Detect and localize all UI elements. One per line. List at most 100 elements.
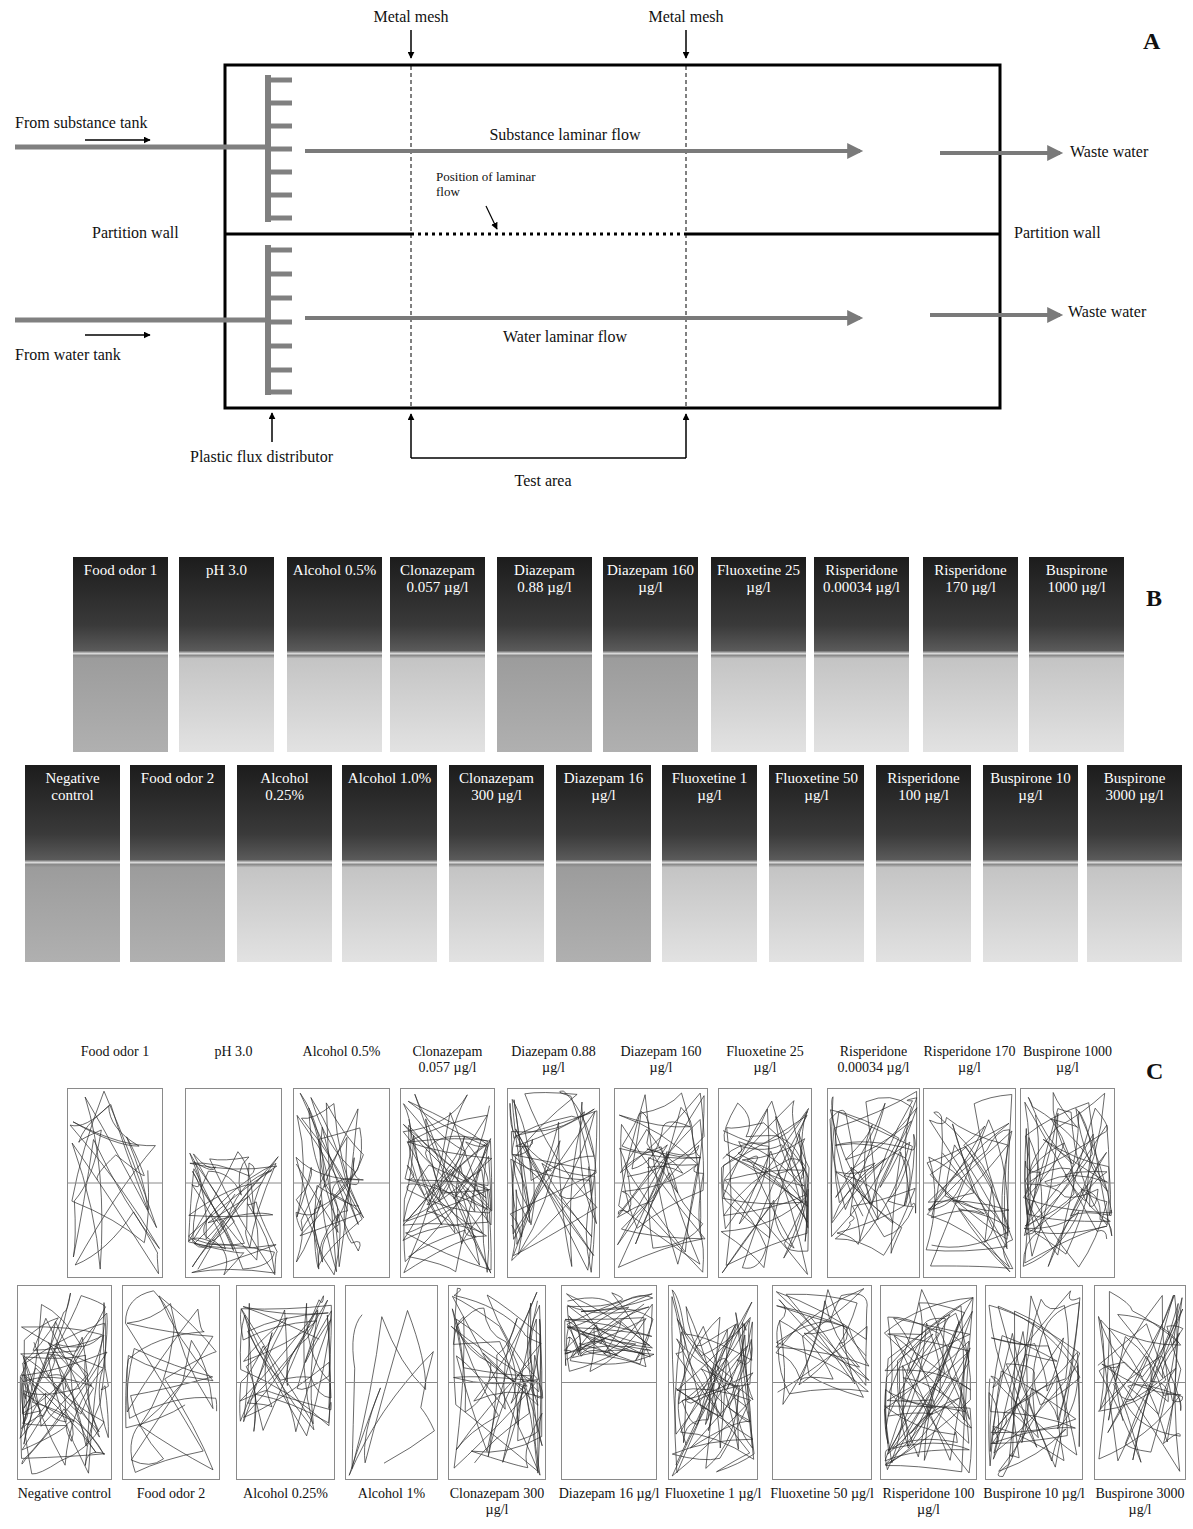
flow-tank-schematic: [0, 0, 1193, 500]
test-area-photo: Risperidone 0.00034 µg/l: [814, 557, 909, 752]
midline: [237, 1382, 334, 1383]
test-area-photo: Fluoxetine 25 µg/l: [711, 557, 806, 752]
substance-label: Food odor 2: [130, 765, 225, 787]
midline: [186, 1183, 281, 1184]
test-area-photo: Diazepam 0.88 µg/l: [497, 557, 592, 752]
trajectory-panel: Buspirone 1000 µg/l: [1016, 1044, 1119, 1278]
test-area-photo: Alcohol 0.5%: [287, 557, 382, 752]
substance-label: Alcohol 0.25%: [237, 765, 332, 805]
trajectory-box: [345, 1285, 438, 1480]
midline: [669, 1382, 757, 1383]
trajectory-panel: Diazepam 0.88 µg/l: [503, 1044, 604, 1278]
trajectory-box: [17, 1285, 112, 1480]
midline: [986, 1382, 1082, 1383]
test-area-photo: Diazepam 160 µg/l: [603, 557, 698, 752]
trajectory-panel: Fluoxetine 50 µg/l: [768, 1285, 876, 1527]
trajectory-path: [510, 1091, 597, 1272]
trajectory-path: [721, 1101, 809, 1275]
test-area-photo: Buspirone 1000 µg/l: [1029, 557, 1124, 752]
trajectory-path: [125, 1291, 216, 1473]
test-area-photo: Alcohol 1.0%: [342, 765, 437, 962]
test-area-photo: pH 3.0: [179, 557, 274, 752]
partition-wall: [686, 233, 1000, 236]
substance-label: Risperidone 0.00034 µg/l: [814, 557, 909, 597]
annotation-label: From water tank: [15, 346, 215, 364]
midline: [401, 1183, 494, 1184]
annotation-label: Test area: [468, 472, 618, 490]
substance-label: Buspirone 1000 µg/l: [1016, 1044, 1119, 1075]
midline: [615, 1183, 707, 1184]
midline: [562, 1382, 656, 1383]
trajectory-path: [1098, 1292, 1183, 1472]
midline: [924, 1183, 1015, 1184]
trajectory-box: [448, 1285, 546, 1480]
substance-label: Clonazepam 300 µg/l: [449, 765, 544, 805]
annotation-label: Plastic flux distributor: [190, 448, 410, 466]
test-area-photo: Food odor 2: [130, 765, 225, 962]
trajectory-path: [296, 1093, 364, 1275]
substance-label: Food odor 2: [118, 1486, 224, 1502]
trajectory-path: [403, 1094, 492, 1273]
trajectory-panel: Clonazepam 0.057 µg/l: [396, 1044, 499, 1278]
test-area-photo: Alcohol 0.25%: [237, 765, 332, 962]
annotation-label: Partition wall: [1014, 224, 1139, 242]
trajectory-box: [880, 1285, 977, 1480]
trajectory-box: [1094, 1285, 1186, 1480]
trajectory-panel: Clonazepam 300 µg/l: [444, 1285, 550, 1527]
substance-label: Alcohol 0.25%: [232, 1486, 339, 1502]
midline: [123, 1382, 219, 1383]
trajectory-path: [884, 1290, 973, 1474]
trajectory-path: [830, 1091, 917, 1255]
tank-outline: [225, 65, 1000, 408]
trajectory-box: [185, 1088, 282, 1278]
trajectory-path: [989, 1291, 1080, 1477]
trajectory-path: [70, 1091, 159, 1274]
trajectory-panel: Risperidone 100 µg/l: [876, 1285, 981, 1527]
trajectory-panel: Buspirone 10 µg/l: [981, 1285, 1087, 1527]
substance-label: pH 3.0: [179, 557, 274, 579]
substance-label: Clonazepam 0.057 µg/l: [396, 1044, 499, 1075]
test-area-photo: Food odor 1: [73, 557, 168, 752]
midline: [346, 1382, 437, 1383]
trajectory-path: [564, 1293, 654, 1372]
panel-letter: B: [1146, 585, 1176, 613]
substance-label: Fluoxetine 25 µg/l: [711, 557, 806, 597]
leader-arrow: [486, 206, 497, 229]
trajectory-panel: Alcohol 0.25%: [232, 1285, 339, 1527]
test-area-photo: Negative control: [25, 765, 120, 962]
trajectory-box: [1020, 1088, 1115, 1278]
substance-label: Fluoxetine 50 µg/l: [768, 1486, 876, 1502]
substance-label: Clonazepam 0.057 µg/l: [390, 557, 485, 597]
trajectory-panel: Diazepam 160 µg/l: [610, 1044, 712, 1278]
midline: [68, 1183, 162, 1184]
trajectory-path: [349, 1311, 434, 1476]
trajectory-panel: Alcohol 0.5%: [289, 1044, 394, 1278]
midline: [719, 1183, 811, 1184]
panel-letter: C: [1146, 1058, 1176, 1086]
midline: [828, 1183, 919, 1184]
test-area-photo: Buspirone 10 µg/l: [983, 765, 1078, 962]
test-area-photo: Risperidone 100 µg/l: [876, 765, 971, 962]
substance-label: Diazepam 16 µg/l: [557, 1486, 661, 1502]
trajectory-panel: Risperidone 170 µg/l: [919, 1044, 1020, 1278]
substance-label: Clonazepam 300 µg/l: [444, 1486, 550, 1517]
trajectory-path: [189, 1152, 279, 1275]
trajectory-box: [122, 1285, 220, 1480]
substance-label: Diazepam 0.88 µg/l: [503, 1044, 604, 1075]
substance-label: Buspirone 3000 µg/l: [1087, 765, 1182, 805]
midline: [1021, 1183, 1114, 1184]
substance-label: Buspirone 1000 µg/l: [1029, 557, 1124, 597]
substance-label: Buspirone 10 µg/l: [981, 1486, 1087, 1502]
trajectory-panel: Buspirone 3000 µg/l: [1090, 1285, 1190, 1527]
substance-label: Risperidone 170 µg/l: [919, 1044, 1020, 1075]
annotation-label: Metal mesh: [361, 8, 461, 26]
substance-label: Buspirone 10 µg/l: [983, 765, 1078, 805]
substance-label: Diazepam 160 µg/l: [603, 557, 698, 597]
substance-label: Fluoxetine 25 µg/l: [714, 1044, 816, 1075]
metal-mesh: [411, 66, 412, 407]
annotation-label: Substance laminar flow: [440, 126, 690, 144]
substance-label: Alcohol 1%: [341, 1486, 442, 1502]
trajectory-panel: pH 3.0: [181, 1044, 286, 1278]
trajectory-path: [20, 1293, 108, 1474]
panel-letter: A: [1143, 28, 1173, 56]
